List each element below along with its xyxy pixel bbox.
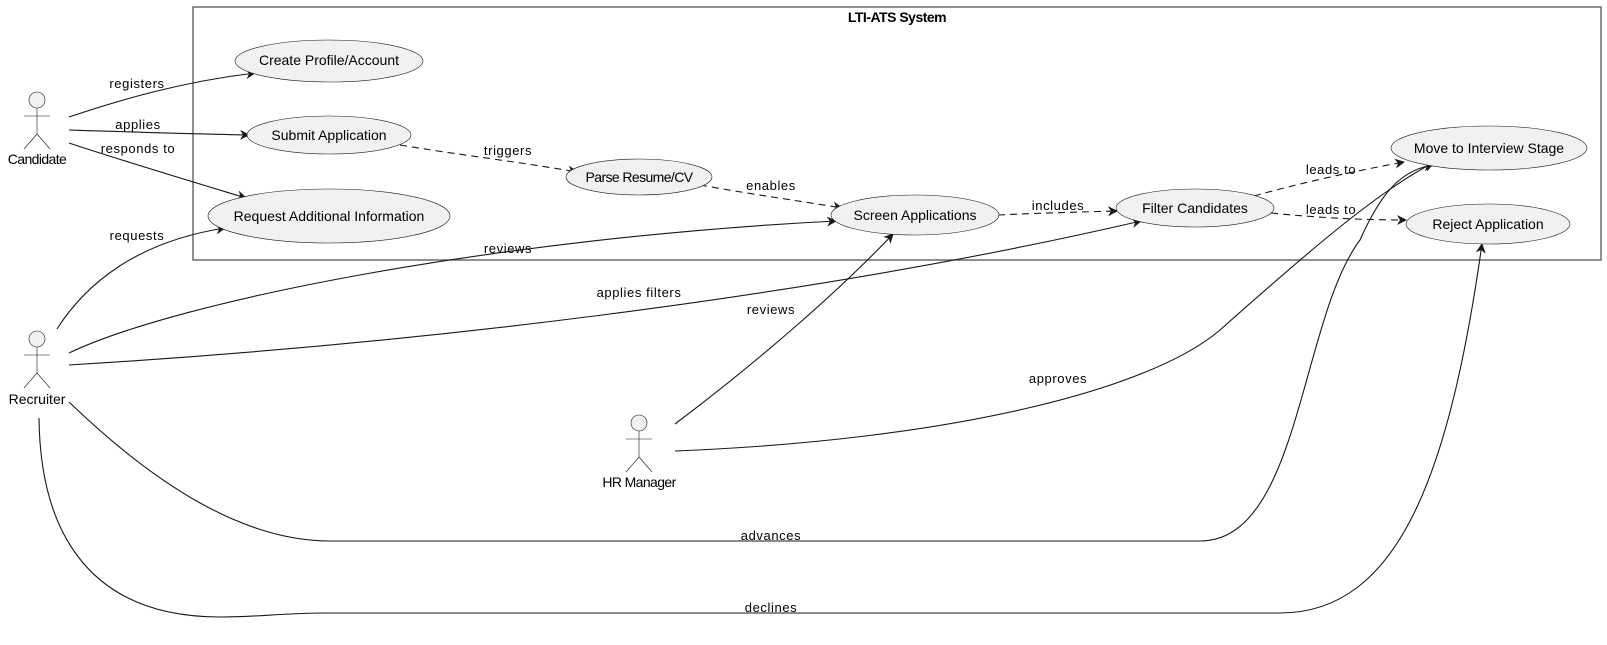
edge-triggers [399, 144, 578, 176]
use-case-request-info[interactable]: Request Additional Information [207, 188, 451, 244]
edge-label-leads-to-interview: leads to [1306, 162, 1356, 177]
edge-labels: registers applies responds to triggers e… [101, 76, 1356, 615]
use-case-create-profile[interactable]: Create Profile/Account [234, 39, 424, 83]
use-cases: Create Profile/Account Submit Applicatio… [207, 39, 1588, 245]
edge-label-declines: declines [745, 600, 798, 615]
use-case-filter-candidates-label: Filter Candidates [1142, 200, 1248, 216]
use-case-request-info-label: Request Additional Information [234, 208, 425, 224]
system-title: LTI-ATS System [848, 9, 946, 25]
use-case-move-interview[interactable]: Move to Interview Stage [1390, 125, 1588, 171]
actor-recruiter-head [28, 330, 46, 348]
actor-candidate[interactable]: Candidate [8, 91, 68, 167]
edge-reviews-recruiter [68, 216, 837, 354]
edge-label-triggers: triggers [484, 143, 532, 158]
edge-enables [699, 184, 843, 212]
edge-label-registers: registers [109, 76, 164, 91]
edge-includes [997, 206, 1118, 217]
use-case-parse-resume-label: Parse Resume/CV [586, 169, 694, 185]
use-case-move-interview-label: Move to Interview Stage [1414, 140, 1564, 156]
use-case-screen-applications-label: Screen Applications [854, 207, 977, 223]
actor-hr-manager-label: HR Manager [602, 474, 676, 490]
edge-requests [56, 224, 226, 330]
use-case-submit-application-label: Submit Application [271, 127, 386, 143]
actor-candidate-head [28, 91, 46, 109]
edge-approves [674, 162, 1434, 452]
edge-declines [38, 243, 1486, 618]
edge-label-includes: includes [1032, 198, 1085, 213]
use-case-create-profile-label: Create Profile/Account [259, 52, 399, 68]
use-case-parse-resume[interactable]: Parse Resume/CV [565, 158, 713, 196]
edge-applies-filters [68, 218, 1142, 366]
actor-recruiter-label: Recruiter [9, 391, 66, 407]
use-case-submit-application[interactable]: Submit Application [246, 115, 412, 155]
actor-hr-manager[interactable]: HR Manager [602, 414, 677, 490]
edge-label-advances: advances [741, 528, 801, 543]
use-case-reject-application[interactable]: Reject Application [1405, 203, 1571, 245]
edge-label-applies: applies [115, 117, 160, 132]
actor-candidate-label: Candidate [8, 151, 67, 167]
edge-leads-to-reject [1270, 212, 1407, 225]
use-case-reject-application-label: Reject Application [1432, 216, 1543, 232]
edge-label-enables: enables [746, 178, 796, 193]
edge-reviews-hr [674, 233, 894, 425]
edge-responds-to [68, 142, 247, 201]
edge-label-leads-to-reject: leads to [1306, 202, 1356, 217]
edges [38, 69, 1486, 618]
edge-label-applies-filters: applies filters [597, 285, 682, 300]
edge-applies [68, 129, 250, 140]
actors: Candidate Recruiter HR Manager [8, 91, 677, 490]
edge-leads-to-interview [1253, 158, 1405, 197]
actor-hr-manager-head [630, 414, 648, 432]
edge-advances [68, 161, 1434, 542]
edge-label-requests: requests [110, 228, 165, 243]
edge-label-approves: approves [1029, 371, 1087, 386]
edge-label-reviews-recruiter: reviews [484, 241, 532, 256]
edge-label-reviews-hr: reviews [747, 302, 795, 317]
actor-recruiter[interactable]: Recruiter [9, 330, 66, 407]
use-case-screen-applications[interactable]: Screen Applications [830, 194, 1000, 236]
edge-label-responds-to: responds to [101, 141, 176, 156]
edge-registers [68, 69, 256, 118]
use-case-filter-candidates[interactable]: Filter Candidates [1115, 188, 1275, 228]
